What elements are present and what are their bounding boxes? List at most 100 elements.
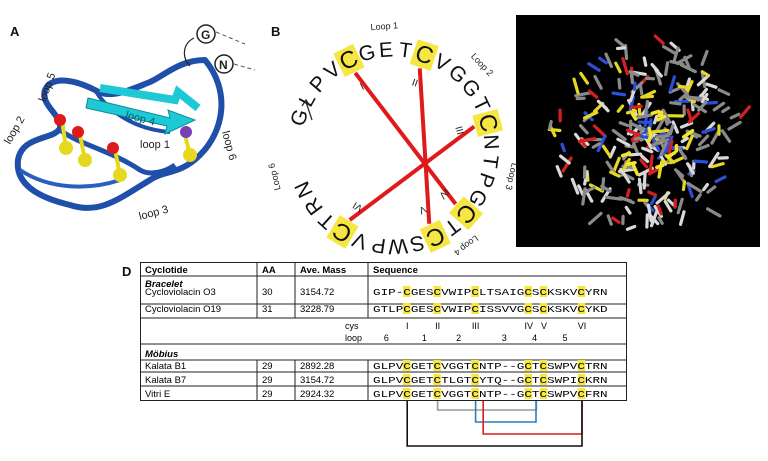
atom-bond-stick [647, 190, 657, 197]
atom-bond-stick [587, 211, 603, 226]
cys-highlight [419, 219, 451, 253]
cys-numeral: III [472, 321, 480, 331]
atom-bond-stick [639, 158, 649, 169]
disulfide-bond [417, 68, 432, 224]
cys-highlight [539, 303, 548, 314]
loop-label: Loop 1 [370, 20, 398, 32]
atom-bond-stick [662, 45, 678, 56]
disulfide-stick [650, 109, 661, 116]
panel-label-d: D [122, 264, 132, 279]
cys-highlight [402, 303, 411, 314]
cys-highlight [333, 43, 365, 78]
atom-bond-stick [642, 56, 648, 67]
atom-bond-stick [628, 152, 643, 157]
atom-bond-stick [684, 95, 702, 102]
atom-bond-stick [695, 143, 710, 152]
sequence-residue: T [398, 39, 414, 63]
cys-numeral: III [452, 125, 465, 136]
cys-highlight [539, 388, 548, 399]
atom-bond-stick [685, 162, 695, 175]
atom-bond-stick [700, 92, 709, 104]
atom-bond-stick [611, 91, 627, 97]
cys-numeral: IV [436, 186, 451, 201]
row-mass: 2924.32 [300, 389, 334, 400]
atom-bond-stick [632, 142, 639, 154]
atom-bond-stick [548, 119, 553, 131]
atom-bond-stick [604, 195, 623, 201]
direction-arrow-icon [305, 101, 313, 121]
cys-highlight [433, 374, 441, 385]
col-header-mass: Ave. Mass [300, 265, 346, 276]
atom-bond-stick [643, 99, 650, 117]
terminus-g: G [201, 28, 210, 42]
atom-bond-stick [651, 128, 670, 134]
cys-numeral: IV [525, 321, 534, 331]
atom-bond-stick [681, 180, 687, 192]
atom-bond-stick [693, 159, 709, 164]
row-mass: 3154.72 [300, 287, 334, 298]
atom-bond-stick [629, 104, 643, 110]
atom-bond-stick [646, 203, 653, 223]
atom-bond-stick [582, 110, 599, 120]
atom-bond-stick [616, 104, 625, 113]
cys-highlight [326, 215, 359, 249]
atom-bond-stick [583, 171, 589, 186]
cys-numeral: II [435, 321, 440, 331]
atom-bond-stick [710, 162, 725, 169]
atom-bond-stick [561, 156, 573, 173]
atom-bond-stick [593, 74, 603, 90]
cys-highlight [471, 286, 479, 297]
cys-numeral: VI [578, 321, 587, 331]
atom-bond-stick [609, 170, 621, 178]
backbone-ribbon [14, 57, 225, 211]
atom-bond-stick [648, 154, 654, 174]
row-name: Vitri E [145, 389, 170, 400]
cys-highlight [577, 303, 586, 314]
row-aa: 29 [262, 361, 273, 372]
atom-bond-stick [658, 129, 673, 144]
atom-bond-stick [655, 191, 671, 205]
cys-highlight [539, 286, 548, 297]
cys-highlight [449, 196, 484, 231]
cys-highlight [472, 108, 504, 137]
atom-bond-stick [701, 127, 716, 134]
atom-bond-stick [642, 171, 647, 190]
atom-bond-stick [706, 207, 722, 218]
cys-highlight [402, 360, 411, 371]
panel-c-stick-model [516, 15, 760, 247]
atom-bond-stick [649, 214, 660, 226]
cys-highlight [402, 374, 411, 385]
atom-bond-stick [625, 128, 642, 137]
atom-bond-stick [583, 186, 596, 194]
cys-highlight [471, 303, 479, 314]
atom-bond-stick [695, 193, 702, 202]
atom-bond-stick [705, 82, 718, 89]
cys-highlight [471, 388, 479, 399]
atom-bond-stick [664, 61, 670, 77]
disulfide-stick [630, 112, 638, 121]
disulfide-bracket [482, 401, 583, 435]
cys-highlight [433, 303, 441, 314]
atom-bond-stick [558, 154, 571, 165]
atom-bond-stick [676, 197, 684, 215]
disulfide-bracket [436, 401, 538, 411]
sequence-residue: C [472, 111, 503, 135]
cys-highlight [433, 388, 441, 399]
atom-bond-stick [604, 52, 613, 69]
atom-bond-stick [739, 105, 751, 119]
atom-bond-stick [641, 146, 654, 154]
atom-bond-stick [577, 136, 597, 144]
cys-highlight [471, 374, 479, 385]
atom-bond-stick [596, 99, 608, 110]
atom-bond-stick [621, 57, 629, 76]
loop-number: 5 [562, 333, 567, 343]
loop-number: 2 [456, 333, 461, 343]
row-aa: 29 [262, 375, 273, 386]
atom-bond-stick [675, 169, 685, 183]
cys-highlight [524, 360, 533, 371]
atom-bond-stick [615, 46, 627, 51]
cys-numeral: V [541, 321, 547, 331]
cys-highlight [539, 374, 548, 385]
panel-label-a: A [10, 24, 20, 39]
loop-number: 6 [384, 333, 389, 343]
